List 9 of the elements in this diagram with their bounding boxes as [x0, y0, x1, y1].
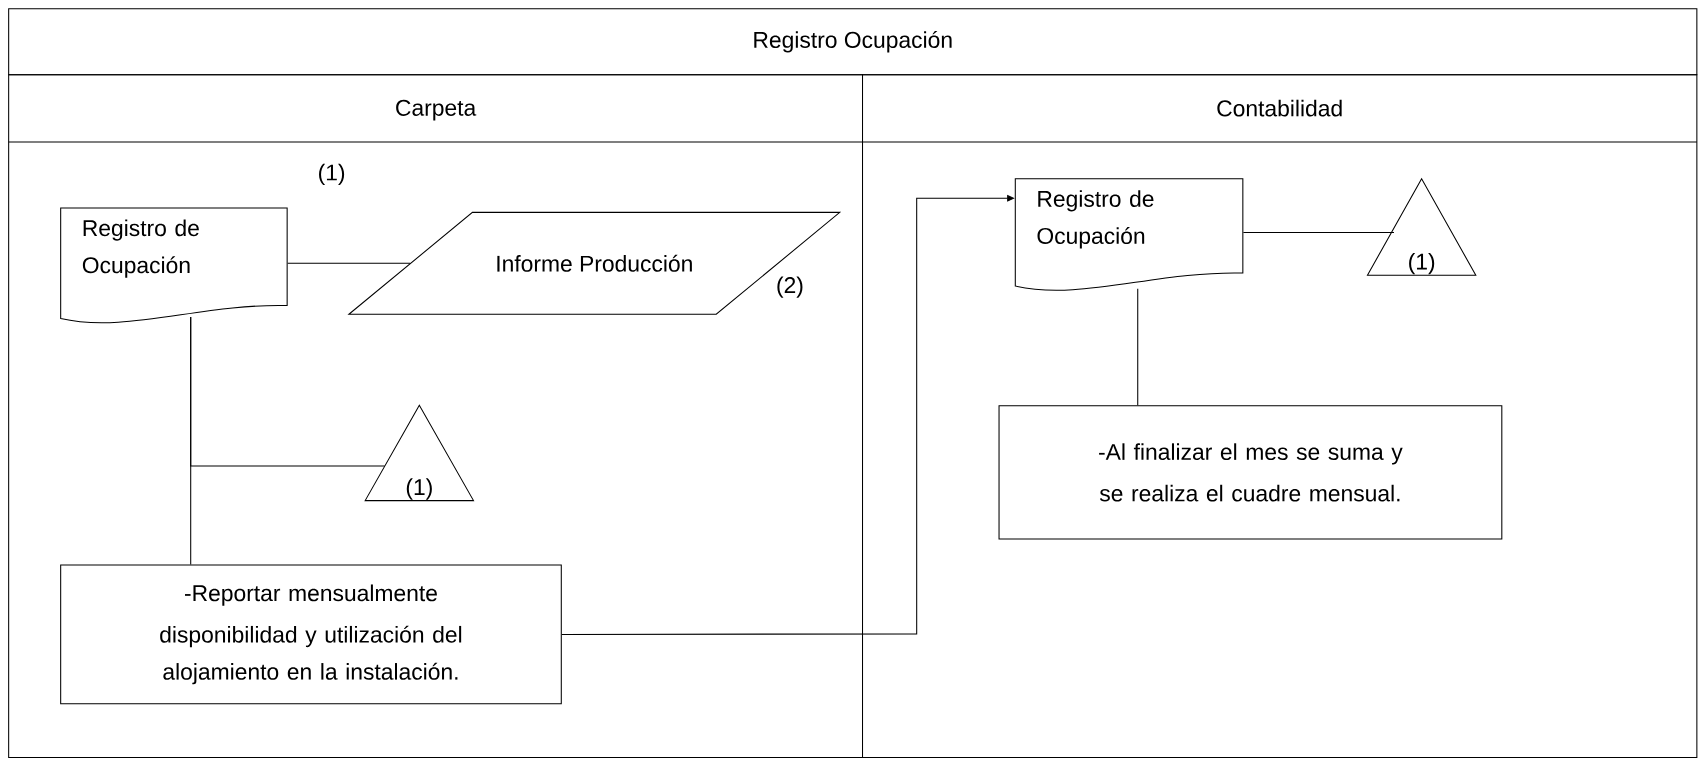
- title-cell: Registro Ocupación: [8, 7, 1698, 76]
- reference-number: (2): [777, 276, 803, 298]
- reference-number: (1): [319, 163, 345, 185]
- connector-line: [190, 316, 386, 467]
- connector-line: [1242, 231, 1395, 233]
- connector-line: [1137, 288, 1139, 406]
- process-box: -Reportar mensualmente disponibilidad y utilización del alojamiento en la instalación.: [60, 564, 562, 705]
- connector-line: [287, 262, 411, 264]
- process-box: -Al finalizar el mes se suma y se realiza el cuadre mensual.: [998, 405, 1503, 540]
